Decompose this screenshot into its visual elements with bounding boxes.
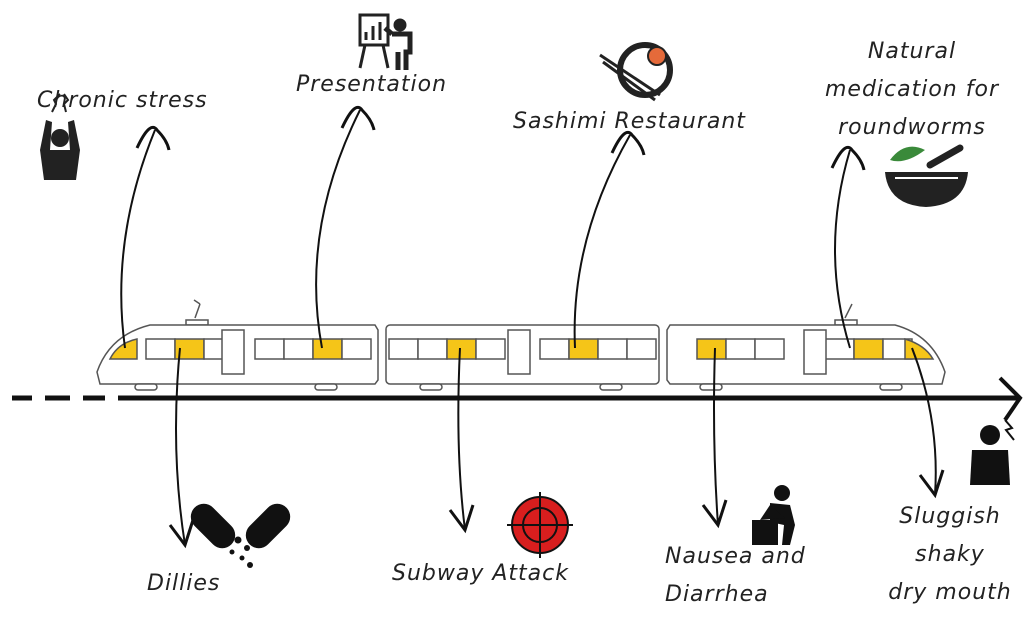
arrowhead: [830, 145, 866, 171]
arrowhead: [701, 499, 728, 529]
presentation-icon: [358, 13, 413, 70]
arrowhead: [135, 125, 171, 151]
label-nausea-1: Nausea and: [665, 544, 806, 569]
target-icon: [507, 492, 573, 558]
train-window: [568, 338, 599, 360]
train-wheel: [879, 383, 903, 391]
connector-line: [175, 347, 186, 546]
label-sluggish-2: shaky: [915, 542, 985, 567]
arrowhead: [610, 130, 646, 156]
timeline-axis: [12, 376, 1023, 422]
train-window: [696, 338, 727, 360]
chest-pain-icon: [970, 419, 1015, 485]
connector-line: [315, 109, 361, 349]
train-window: [824, 338, 855, 360]
sick-person-icon: [752, 485, 795, 545]
label-sluggish-3: dry mouth: [888, 580, 1011, 605]
train-door: [507, 329, 531, 375]
connector-line: [834, 149, 851, 349]
train-door: [803, 329, 827, 375]
train-window: [341, 338, 372, 360]
connector-line: [573, 134, 631, 349]
connector-line: [911, 347, 937, 496]
label-sashimi-restaurant: Sashimi Restaurant: [513, 109, 746, 134]
label-chronic-stress: Chronic stress: [37, 88, 208, 113]
train-window: [725, 338, 756, 360]
train-window: [754, 338, 785, 360]
train-window: [475, 338, 506, 360]
label-natural-medication-2: medication for: [825, 77, 1000, 102]
arrowhead: [918, 469, 945, 499]
train-wheel: [599, 383, 623, 391]
train-window: [388, 338, 419, 360]
label-nausea-2: Diarrhea: [665, 582, 769, 607]
label-subway-attack: Subway Attack: [392, 561, 569, 586]
train-wheel: [314, 383, 338, 391]
arrowhead: [340, 105, 376, 131]
connectors: [120, 105, 945, 549]
arrowhead: [448, 504, 475, 534]
label-natural-medication-3: roundworms: [838, 115, 986, 140]
train-window: [597, 338, 628, 360]
train-window: [853, 338, 884, 360]
connector-line: [713, 347, 719, 526]
train-wheel: [419, 383, 443, 391]
stressed-person-icon: [40, 93, 80, 180]
train-window: [626, 338, 657, 360]
train-window: [254, 338, 285, 360]
train-window: [417, 338, 448, 360]
train-wheel: [134, 383, 158, 391]
connector-line: [457, 347, 466, 531]
train-window: [145, 338, 176, 360]
train-wheel: [699, 383, 723, 391]
train-door: [221, 329, 245, 375]
train-window: [446, 338, 477, 360]
mortar-pestle-icon: [885, 144, 968, 207]
label-sluggish-1: Sluggish: [899, 504, 1000, 529]
sushi-plate-icon: [599, 42, 673, 102]
train-window: [283, 338, 314, 360]
train-window: [312, 338, 343, 360]
connector-line: [120, 129, 156, 349]
train: [96, 299, 946, 391]
pills-icon: [190, 503, 291, 568]
arrowhead: [168, 519, 195, 549]
label-natural-medication-1: Natural: [868, 39, 956, 64]
label-dillies: Dillies: [147, 571, 220, 596]
train-window: [904, 337, 935, 360]
train-window: [539, 338, 570, 360]
label-presentation: Presentation: [296, 72, 447, 97]
